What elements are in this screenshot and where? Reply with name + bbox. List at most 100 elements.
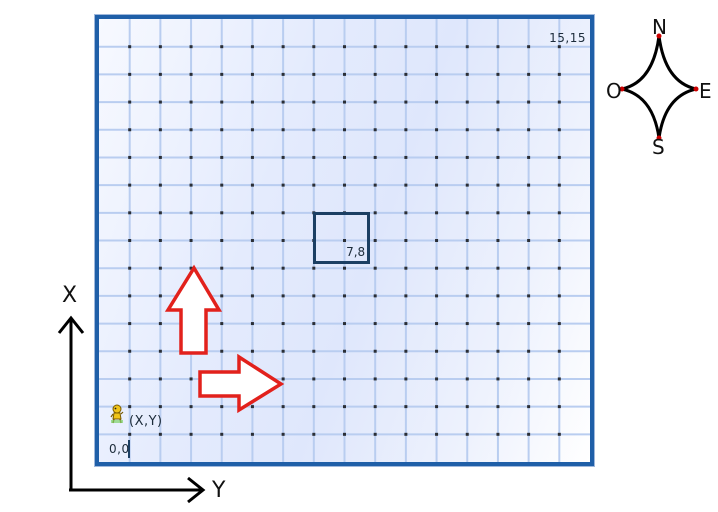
grid-intersection-dot xyxy=(281,211,285,215)
grid-intersection-dot xyxy=(435,349,439,353)
grid-intersection-dot xyxy=(527,294,531,298)
grid-intersection-dot xyxy=(404,322,408,326)
x-axis-arrowhead xyxy=(57,315,85,334)
grid-intersection-dot xyxy=(527,72,531,76)
grid-intersection-dot xyxy=(158,349,162,353)
grid-intersection-dot xyxy=(557,45,561,49)
grid-intersection-dot xyxy=(404,100,408,104)
grid-intersection-dot xyxy=(189,211,193,215)
grid-intersection-dot xyxy=(250,266,254,270)
grid-intersection-dot xyxy=(128,405,132,409)
grid-intersection-dot xyxy=(404,128,408,132)
grid-intersection-dot xyxy=(465,45,469,49)
grid-intersection-dot xyxy=(158,405,162,409)
grid-intersection-dot xyxy=(435,72,439,76)
grid-intersection-dot xyxy=(557,322,561,326)
grid-intersection-dot xyxy=(373,405,377,409)
grid-intersection-dot xyxy=(343,349,346,353)
grid-intersection-dot xyxy=(435,128,439,132)
grid-intersection-dot xyxy=(435,45,439,49)
grid-intersection-dot xyxy=(373,349,377,353)
arrow-up-icon[interactable] xyxy=(164,264,223,355)
grid-intersection-dot xyxy=(312,155,316,159)
grid-intersection-dot xyxy=(435,266,439,270)
grid-intersection-dot xyxy=(128,239,132,242)
grid-intersection-dot xyxy=(343,45,346,49)
grid-intersection-dot xyxy=(128,183,132,187)
grid-intersection-dot xyxy=(220,155,224,159)
grid-intersection-dot xyxy=(465,211,469,215)
grid-intersection-dot xyxy=(158,183,162,187)
compass-north-label: N xyxy=(652,15,667,39)
grid-intersection-dot xyxy=(128,45,132,49)
grid-intersection-dot xyxy=(128,128,132,132)
grid-intersection-dot xyxy=(343,100,346,104)
game-board[interactable]: 7,8 15,15 0,0 (X,Y) xyxy=(94,14,595,467)
grid-intersection-dot xyxy=(281,128,285,132)
grid-intersection-dot xyxy=(496,322,500,326)
origin-marker xyxy=(128,440,130,458)
grid-intersection-dot xyxy=(373,239,377,242)
grid-intersection-dot xyxy=(250,72,254,76)
grid-intersection-dot xyxy=(527,405,531,409)
grid-intersection-dot xyxy=(250,405,254,409)
grid-intersection-dot xyxy=(250,128,254,132)
y-axis-label: Y xyxy=(212,478,226,503)
grid-intersection-dot xyxy=(189,155,193,159)
grid-intersection-dot xyxy=(465,432,469,436)
grid-intersection-dot xyxy=(158,377,162,381)
grid-intersection-dot xyxy=(435,377,439,381)
grid-intersection-dot xyxy=(158,45,162,49)
grid-intersection-dot xyxy=(128,322,132,326)
grid-intersection-dot xyxy=(250,100,254,104)
grid-intersection-dot xyxy=(158,294,162,298)
player-position-label: (X,Y) xyxy=(129,414,163,429)
compass-rose-icon xyxy=(619,33,699,141)
grid-intersection-dot xyxy=(373,432,377,436)
grid-intersection-dot xyxy=(527,239,531,242)
grid-intersection-dot xyxy=(250,211,254,215)
grid-intersection-dot xyxy=(557,211,561,215)
grid-intersection-dot xyxy=(189,405,193,409)
grid-intersection-dot xyxy=(312,405,316,409)
arrow-right-icon[interactable] xyxy=(198,353,285,414)
grid-intersection-dot xyxy=(435,100,439,104)
target-cell[interactable]: 7,8 xyxy=(312,211,371,265)
grid-intersection-dot xyxy=(128,72,132,76)
grid-intersection-dot xyxy=(465,294,469,298)
grid-intersection-dot xyxy=(404,239,408,242)
grid-intersection-dot xyxy=(250,155,254,159)
grid-intersection-dot xyxy=(404,211,408,215)
grid-intersection-dot xyxy=(465,349,469,353)
grid-intersection-dot xyxy=(128,377,132,381)
grid-intersection-dot xyxy=(557,239,561,242)
grid-intersection-dot xyxy=(527,45,531,49)
grid-intersection-dot xyxy=(557,349,561,353)
grid-intersection-dot xyxy=(373,155,377,159)
grid-intersection-dot xyxy=(312,72,316,76)
grid-intersection-dot xyxy=(496,128,500,132)
grid-intersection-dot xyxy=(557,432,561,436)
grid-intersection-dot xyxy=(312,45,316,49)
grid-intersection-dot xyxy=(189,100,193,104)
grid-intersection-dot xyxy=(220,183,224,187)
grid-intersection-dot xyxy=(496,405,500,409)
grid-intersection-dot xyxy=(312,377,316,381)
grid-intersection-dot xyxy=(527,432,531,436)
grid-intersection-dot xyxy=(373,322,377,326)
grid-intersection-dot xyxy=(281,294,285,298)
grid-intersection-dot xyxy=(189,72,193,76)
grid-intersection-dot xyxy=(312,266,316,270)
grid-intersection-dot xyxy=(404,405,408,409)
grid-intersection-dot xyxy=(250,349,254,353)
grid-intersection-dot xyxy=(281,239,285,242)
grid-intersection-dot xyxy=(343,183,346,187)
grid-intersection-dot xyxy=(465,155,469,159)
grid-intersection-dot xyxy=(312,183,316,187)
grid-intersection-dot xyxy=(220,432,224,436)
grid-intersection-dot xyxy=(527,322,531,326)
character-icon[interactable] xyxy=(110,404,124,424)
grid-intersection-dot xyxy=(189,183,193,187)
grid-intersection-dot xyxy=(465,100,469,104)
grid-intersection-dot xyxy=(281,72,285,76)
